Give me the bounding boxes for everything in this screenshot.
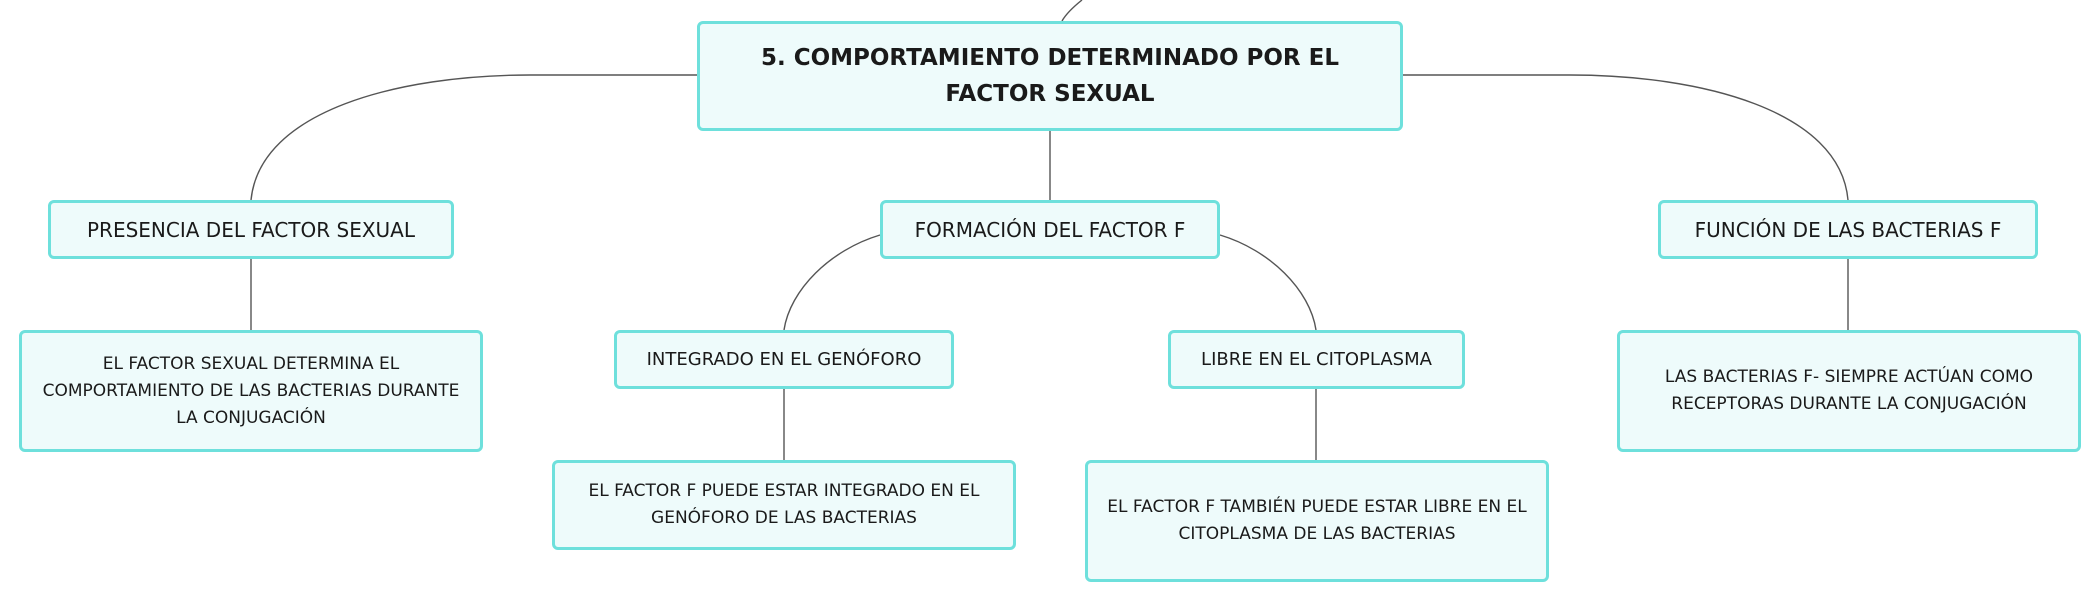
presencia-node[interactable]: PRESENCIA DEL FACTOR SEXUAL [48, 200, 454, 259]
funcion-detail-node[interactable]: LAS BACTERIAS F- SIEMPRE ACTÚAN COMO REC… [1617, 330, 2081, 452]
formacion-node[interactable]: FORMACIÓN DEL FACTOR F [880, 200, 1220, 259]
funcion-node-label: FUNCIÓN DE LAS BACTERIAS F [1694, 217, 2002, 242]
connector-root-to-presencia [250, 74, 697, 201]
libre-node[interactable]: LIBRE EN EL CITOPLASMA [1168, 330, 1465, 389]
presencia-node-label: PRESENCIA DEL FACTOR SEXUAL [87, 217, 415, 242]
connector-formacion-to-integrado [783, 234, 881, 331]
presencia-detail-text: EL FACTOR SEXUAL DETERMINA EL COMPORTAMI… [42, 353, 460, 428]
presencia-detail-node[interactable]: EL FACTOR SEXUAL DETERMINA EL COMPORTAMI… [19, 330, 483, 452]
funcion-detail-text: LAS BACTERIAS F- SIEMPRE ACTÚAN COMO REC… [1664, 367, 2034, 414]
integrado-node[interactable]: INTEGRADO EN EL GENÓFORO [614, 330, 954, 389]
root-node[interactable]: 5. COMPORTAMIENTO DETERMINADO POR EL FAC… [697, 21, 1403, 131]
funcion-node[interactable]: FUNCIÓN DE LAS BACTERIAS F [1658, 200, 2038, 259]
connector-parent-to-root [1061, 0, 1083, 22]
libre-detail-text: EL FACTOR F TAMBIÉN PUEDE ESTAR LIBRE EN… [1107, 497, 1527, 544]
libre-node-label: LIBRE EN EL CITOPLASMA [1201, 349, 1432, 370]
root-node-label: 5. COMPORTAMIENTO DETERMINADO POR EL FAC… [760, 45, 1340, 107]
connector-root-to-funcion [1403, 74, 1849, 201]
integrado-detail-text: EL FACTOR F PUEDE ESTAR INTEGRADO EN EL … [588, 481, 980, 528]
connector-formacion-to-libre [1219, 234, 1317, 331]
integrado-node-label: INTEGRADO EN EL GENÓFORO [646, 349, 922, 370]
libre-detail-node[interactable]: EL FACTOR F TAMBIÉN PUEDE ESTAR LIBRE EN… [1085, 460, 1549, 582]
formacion-node-label: FORMACIÓN DEL FACTOR F [914, 217, 1186, 242]
integrado-detail-node[interactable]: EL FACTOR F PUEDE ESTAR INTEGRADO EN EL … [552, 460, 1016, 550]
